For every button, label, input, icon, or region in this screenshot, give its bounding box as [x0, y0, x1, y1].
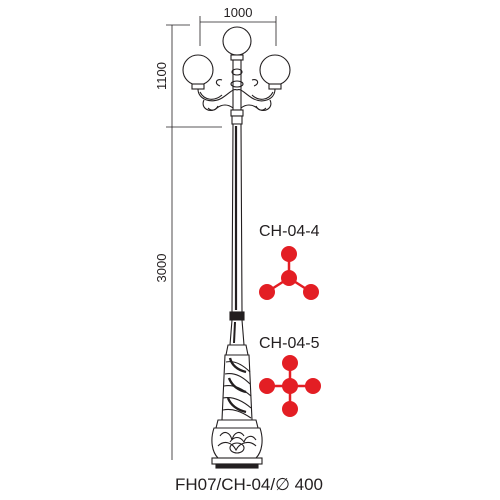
light-dot: [303, 284, 319, 300]
light-dot: [259, 378, 275, 394]
pole: [229, 109, 245, 346]
light-dot: [259, 284, 275, 300]
globe-center: [222, 26, 252, 56]
pole-height-label: 3000: [154, 254, 169, 283]
top-height-label: 1100: [154, 62, 169, 90]
config-label-ch-04-5: CH-04-5: [259, 335, 320, 352]
light-dot: [281, 270, 297, 286]
config-diagram-ch-04-5: [259, 355, 321, 417]
model-caption: FH07/CH-04/∅ 400: [175, 475, 323, 494]
light-dot: [281, 246, 297, 262]
light-dot: [282, 355, 298, 371]
width-dimension: [199, 16, 277, 46]
globes: [182, 26, 291, 90]
light-dot: [282, 378, 298, 394]
pole-base: [211, 344, 263, 469]
height-dimension: [166, 24, 222, 460]
config-label-ch-04-4: CH-04-4: [259, 223, 320, 240]
light-dot: [305, 378, 321, 394]
globe-right: [259, 54, 291, 86]
width-dimension-label: 1000: [224, 5, 253, 20]
config-diagram-ch-04-4: [259, 246, 319, 300]
light-dot: [282, 401, 298, 417]
globe-left: [182, 54, 214, 86]
